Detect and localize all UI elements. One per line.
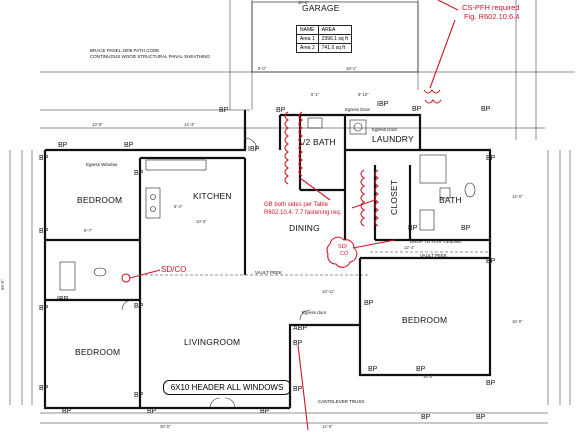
- redline-cs-pfh: CS-PFH required: [462, 3, 520, 12]
- tag-bp: BP: [368, 366, 378, 373]
- room-livingroom: LIVINGROOM: [184, 337, 241, 347]
- tag-bp: BP: [39, 155, 49, 162]
- note-vault-peek: VAULT PEEK: [255, 270, 283, 275]
- tag-bp: BP: [276, 107, 286, 114]
- tag-bp: BP: [293, 340, 303, 347]
- dim-text: 12'-0": [322, 424, 333, 429]
- tag-bp: BP: [416, 366, 426, 373]
- tag-bp: BP: [486, 155, 496, 162]
- dim-text: 13'-8": [92, 122, 103, 127]
- note-egress-door: Egress Door: [372, 127, 398, 132]
- room-bedroom-se: BEDROOM: [402, 315, 448, 325]
- room-garage: GARAGE: [302, 3, 340, 13]
- room-laundry: LAUNDRY: [372, 134, 414, 144]
- tag-abp: ABP: [293, 325, 308, 332]
- tag-bp: BP: [39, 385, 49, 392]
- tag-bp: BP: [147, 408, 157, 415]
- note-egress-door: Egress Door: [345, 107, 371, 112]
- tag-bp: BP: [260, 408, 270, 415]
- dim-text: 30'-0": [160, 424, 171, 429]
- tag-bp: BP: [134, 392, 144, 399]
- tag-bp: BP: [408, 225, 418, 232]
- dim-text: 10'-3": [196, 219, 207, 224]
- tag-bp: BP: [39, 305, 49, 312]
- tag-bp: BP: [219, 107, 229, 114]
- note-header-windows: 6X10 HEADER ALL WINDOWS: [163, 380, 291, 395]
- tag-bp: BP: [421, 414, 431, 421]
- note-drop-ceiling: DROP TO FLAT CEILING: [410, 239, 462, 244]
- dim-text: 12'-4": [404, 245, 415, 250]
- dim-text: 9'-7": [84, 228, 93, 233]
- area-table-cell: 2396.1 sq ft: [317, 34, 352, 44]
- dim-text: 5'-1": [311, 92, 320, 97]
- room-kitchen: KITCHEN: [193, 191, 232, 201]
- note-egress-door: Egress door: [302, 310, 327, 315]
- dim-text: 8'-4": [174, 204, 183, 209]
- redline-cs-pfh-ref: Fig. R602.10.6.4: [464, 12, 520, 21]
- tag-bp: BP: [58, 142, 68, 149]
- redline-sdco: SD/CO: [161, 265, 187, 274]
- redline-gb: GB both sides per Table: [264, 202, 328, 208]
- dim-text: 14'-0": [512, 194, 523, 199]
- note-brace-panel-1: BRACE PANEL 2006 PATH CODE: [90, 48, 160, 53]
- tag-ibp: IBP: [248, 146, 260, 153]
- dim-text: 66'-0": [0, 279, 5, 290]
- tag-bp: BP: [62, 408, 72, 415]
- area-table-cell: Area 2: [296, 43, 319, 53]
- tag-bp: BP: [364, 300, 374, 307]
- tag-bp: BP: [486, 380, 496, 387]
- note-canteliver-truss: CANTELEVER TRUSS: [318, 399, 365, 404]
- room-bedroom-sw: BEDROOM: [75, 347, 121, 357]
- room-dining: DINING: [289, 223, 320, 233]
- dim-text: 14'-3": [184, 122, 195, 127]
- tag-bp: BP: [476, 414, 486, 421]
- area-table-cell: 741.0 sq ft: [317, 43, 352, 53]
- note-brace-panel-2: CONTINUOUS WOOD STRUCTURAL PANAL SHEATHI…: [90, 54, 211, 59]
- tag-bp: BP: [481, 106, 491, 113]
- tag-bp: BP: [461, 225, 471, 232]
- room-closet: CLOSET: [389, 179, 399, 215]
- tag-bp: BP: [39, 228, 49, 235]
- room-half-bath: 1/2 BATH: [298, 137, 336, 147]
- area-table: NAME AREA Area 1 2396.1 sq ft Area 2 741…: [296, 25, 352, 53]
- note-header-windows-text: 6X10 HEADER ALL WINDOWS: [170, 383, 284, 392]
- tag-bp: BP: [412, 106, 422, 113]
- dim-text: 19'-1": [346, 66, 357, 71]
- tag-bp: BP: [134, 170, 144, 177]
- dim-text: 30'-0": [298, 0, 309, 5]
- room-bedroom-nw: BEDROOM: [77, 195, 123, 205]
- area-table-header-area: AREA: [317, 25, 352, 35]
- note-vault-peek: VAULT PEEK: [420, 253, 448, 258]
- dim-text: 8'-0": [258, 66, 267, 71]
- tag-ibp: IBP: [377, 101, 389, 108]
- area-table-cell: Area 1: [296, 34, 319, 44]
- note-egress-window: Egress Window: [86, 162, 118, 167]
- dim-text: 10'-11": [322, 289, 335, 294]
- room-bath: BATH: [439, 195, 462, 205]
- tag-ibp: IBP: [57, 296, 69, 303]
- dim-text: 18'-0": [423, 374, 434, 379]
- tag-bp: BP: [486, 258, 496, 265]
- tag-bp: BP: [293, 386, 303, 393]
- redline-sdco-cloud-top: SD/: [338, 244, 348, 250]
- redline-sdco-cloud-bottom: CO: [340, 251, 349, 257]
- dim-text: 16'-0": [512, 319, 523, 324]
- area-table-header-name: NAME: [296, 25, 319, 35]
- tag-bp: BP: [124, 142, 134, 149]
- tag-bp: BP: [134, 303, 144, 310]
- redline-gb-ref: R602.10.4. 7.7 fastening req.: [264, 210, 342, 216]
- dim-text: 9'-10": [358, 92, 369, 97]
